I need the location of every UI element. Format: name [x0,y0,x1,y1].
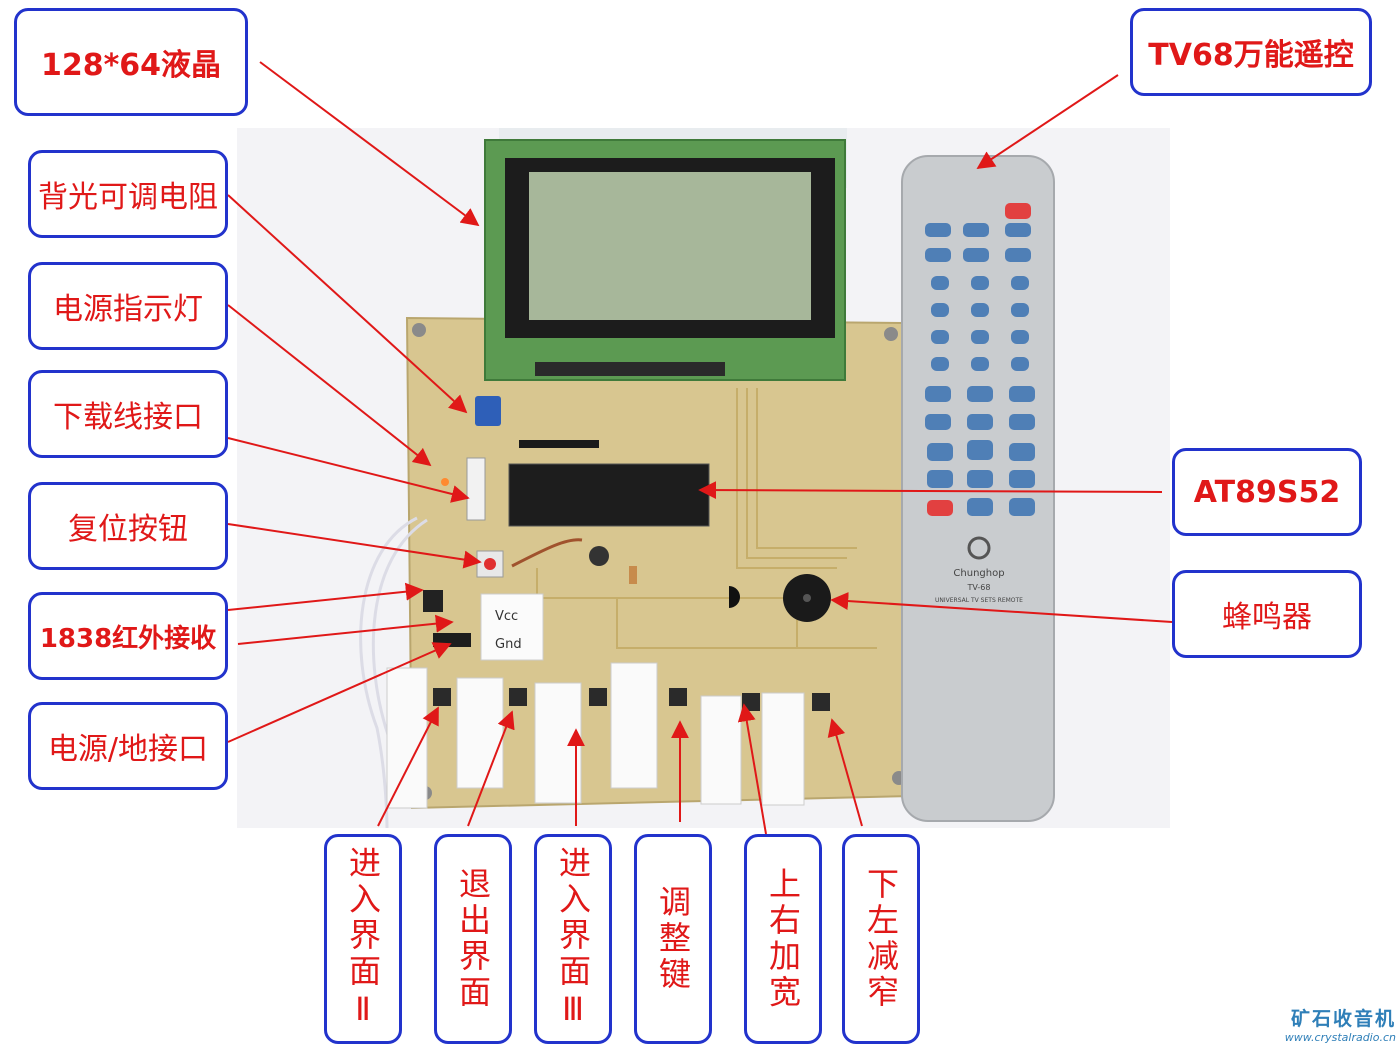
label-adjust: 调整键 [634,834,712,1044]
label-lcd: 128*64液晶 [14,8,248,116]
label-power-led: 电源指示灯 [28,262,228,350]
remote-red-key [927,500,953,516]
watermark-url: www.crystalradio.cn [1284,1031,1396,1044]
arrow-up-right [737,703,767,835]
arrow-enter2 [377,706,439,827]
remote-power-button [1005,203,1031,219]
remote-brand: Chunghop [953,568,1004,579]
arrow-power-led [227,304,432,467]
arrow-lcd [259,61,480,227]
remote-keypad [925,223,1035,516]
board-photo-svg: Vcc Gnd [359,128,1055,828]
mount-screw [412,323,426,337]
lcd-module [484,128,847,381]
power-led [441,478,449,486]
backlight-potentiometer [475,396,501,426]
arrow-down-left [827,718,863,827]
arrow-ir-2 [237,614,454,645]
label-ir: 1838红外接收 [28,592,228,680]
watermark-title: 矿石收音机 [1290,1008,1396,1030]
reset-button-part [484,558,496,570]
arrow-mcu [698,481,1163,500]
arrow-reset [227,523,482,569]
lcd-pin-header [535,362,725,376]
capacitor [589,546,609,566]
label-buzzer: 蜂鸣器 [1172,570,1362,658]
transistor [729,586,740,608]
label-exit: 退出界面 [434,834,512,1044]
vcc-text: Vcc [495,609,518,624]
arrow-remote [976,74,1119,169]
label-reset: 复位按钮 [28,482,228,570]
watermark: 矿石收音机 www.crystalradio.cn [1268,1004,1396,1044]
label-up-right: 上右加宽 [744,834,822,1044]
arrow-power-gnd [227,642,452,743]
key-stickers [386,662,805,809]
label-down-left: 下左减窄 [842,834,920,1044]
lcd-screen [529,172,811,320]
remote-desc: UNIVERSAL TV SETS REMOTE [935,597,1023,604]
label-enter2: 进入界面Ⅱ [324,834,402,1044]
mcu-chip [508,463,710,527]
label-remote: TV68万能遥控 [1130,8,1372,96]
label-enter3: 进入界面Ⅲ [534,834,612,1044]
label-power-gnd: 电源/地接口 [28,702,228,790]
mount-screw [884,327,898,341]
label-download: 下载线接口 [28,370,228,458]
arrow-download [227,437,470,503]
remote-logo-icon [967,536,991,560]
arrow-ir [227,582,424,611]
gnd-text: Gnd [495,637,522,652]
resistor [629,566,637,584]
label-mcu: AT89S52 [1172,448,1362,536]
label-backlight: 背光可调电阻 [28,150,228,238]
arrow-exit [467,710,515,827]
vcc-gnd-sticker [480,593,544,661]
arrow-backlight [227,194,468,414]
arrow-buzzer [830,592,1173,623]
remote-model: TV-68 [967,583,991,592]
remote-control: Chunghop TV-68 UNIVERSAL TV SETS REMOTE [901,155,1055,822]
ir-receiver [423,590,443,612]
board-photo: Vcc Gnd [237,128,1170,828]
